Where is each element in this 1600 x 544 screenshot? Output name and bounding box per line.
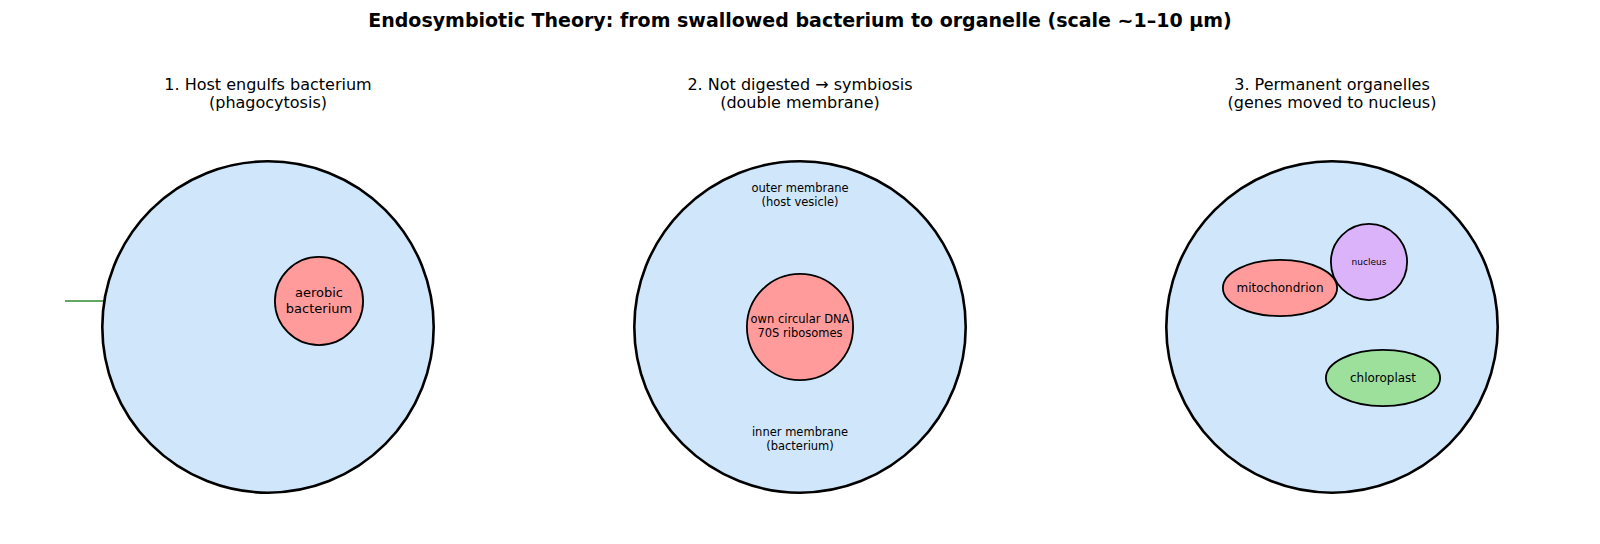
membrane-label: inner membrane (bacterium) [745,425,855,453]
shape-outline [101,160,435,494]
chloroplast-ellipse-outline [1326,350,1440,406]
membrane-label: outer membrane (host vesicle) [745,181,855,209]
node-label: nucleus [1333,257,1405,268]
node-label: chloroplast [1328,371,1438,385]
eukaryotic-cell: 3. Permanent organelles (genes moved to … [1165,160,1499,494]
panel-heading: 2. Not digested → symbiosis (double memb… [675,76,925,112]
host-cell: 1. Host engulfs bacterium (phagocytosis)… [101,160,435,494]
diagram-title: Endosymbiotic Theory: from swallowed bac… [0,8,1600,32]
host-cell-outline [634,161,965,492]
panel-heading: 3. Permanent organelles (genes moved to … [1225,76,1440,112]
nucleus-circle: nucleus [1330,223,1408,301]
eukaryotic-cell-outline [1166,161,1497,492]
shape-outline [1165,160,1499,494]
mitochondrion-ellipse: mitochondrion [1222,259,1338,317]
panel-heading: 1. Host engulfs bacterium (phagocytosis) [156,76,381,112]
endosymbiont-circle-outline [747,274,853,380]
nucleus-circle-outline [1331,224,1407,300]
node-label: aerobic bacterium [277,285,361,316]
chloroplast-ellipse: chloroplast [1325,349,1441,407]
node-label: mitochondrion [1225,281,1335,295]
bacterium-circle-outline [275,257,363,345]
bacterium-circle: aerobic bacterium [274,256,364,346]
host-cell-outline [102,161,433,492]
node-label: own circular DNA 70S ribosomes [748,313,852,341]
mitochondrion-ellipse-outline [1223,260,1337,316]
endosymbiont-circle: own circular DNA 70S ribosomes [746,273,854,381]
